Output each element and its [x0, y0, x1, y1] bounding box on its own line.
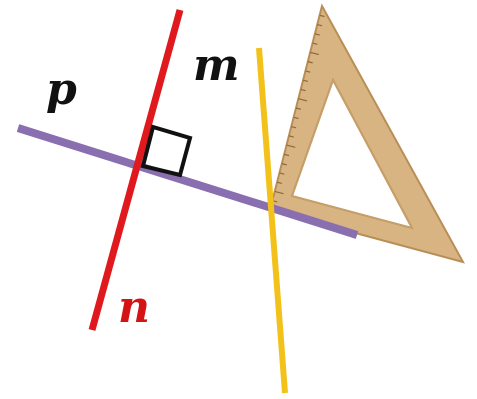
ruler-tick [274, 190, 284, 195]
ruler-tick [279, 172, 285, 175]
set-square-body [268, 3, 466, 264]
ruler-tick [288, 135, 294, 138]
label-n: n [118, 282, 150, 333]
ruler-tick [284, 153, 290, 157]
ruler-tick [314, 33, 320, 36]
line-p [16, 124, 359, 239]
ruler-tick [305, 70, 311, 73]
ruler-tick [307, 61, 313, 64]
ruler-tick [291, 125, 297, 129]
ruler-tick [281, 163, 287, 166]
ruler-tick [293, 116, 299, 120]
ruler-tick [300, 88, 306, 92]
ruler-tick [302, 79, 309, 82]
ruler-tick [295, 107, 301, 110]
ruler-tick [286, 144, 296, 148]
ruler-tick [319, 14, 325, 18]
right-angle-mark [140, 124, 193, 178]
label-p: p [46, 64, 77, 115]
ruler-tick [298, 98, 308, 102]
ruler-tick [310, 51, 320, 56]
set-square-inner-edge [291, 78, 414, 230]
ruler-tick [312, 42, 318, 45]
set-square-ruler-icon [268, 3, 466, 264]
line-m [256, 47, 288, 394]
ruler-tick [276, 181, 283, 184]
ruler-tick [317, 23, 323, 27]
line-n [88, 9, 184, 331]
set-square-ticks [272, 14, 325, 203]
label-m: m [193, 40, 240, 91]
